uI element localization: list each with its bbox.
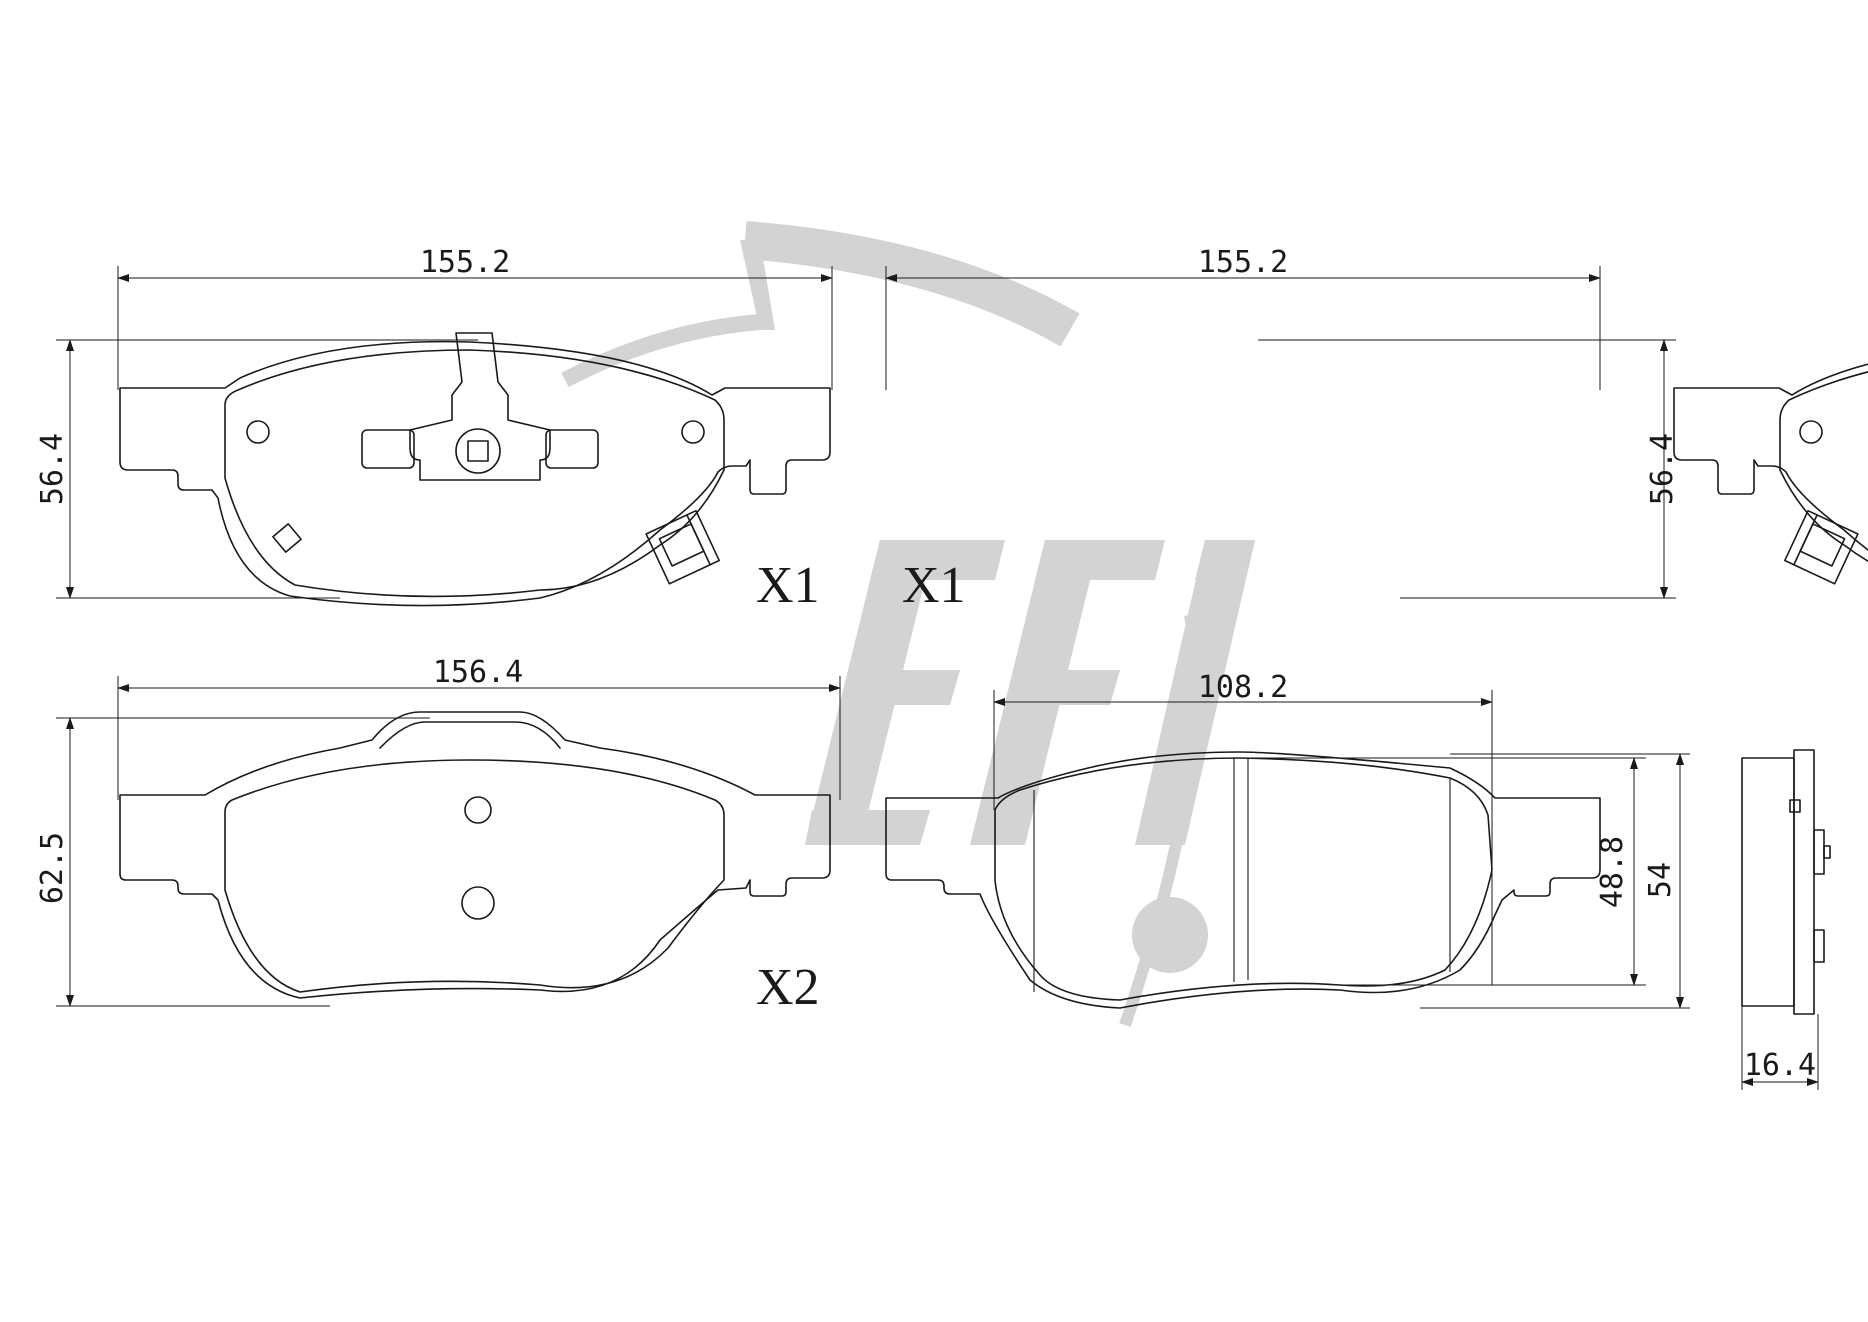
dim-bottom-left-width: 156.4 (117, 655, 841, 800)
pad-top-left-backplate (119, 340, 831, 607)
pad-top-left (119, 332, 831, 607)
pad-bottom-left-friction (224, 759, 725, 993)
pad-top-left-center-hole (455, 428, 501, 474)
dim-bottom-left-height: 62.5 (35, 717, 430, 1007)
side-view-friction-block (1741, 757, 1795, 1007)
dim-top-right-width: 155.2 (885, 245, 1601, 390)
pad-top-left-hole-right (681, 420, 705, 444)
dim-bottom-right-inner-height-label: 48.8 (1595, 836, 1630, 908)
side-view-shim-top (1789, 799, 1801, 813)
dim-top-left-width: 155.2 (117, 245, 833, 390)
dim-side-view-thickness-label: 16.4 (1744, 1048, 1816, 1083)
pad-bottom-right-friction (994, 757, 1493, 1001)
pad-bottom-left (119, 711, 831, 999)
pad-top-left-center-square (467, 440, 489, 462)
pad-top-left-hole-left (246, 420, 270, 444)
pad-top-right-backplate (1673, 363, 1868, 551)
pad-bottom-left-backplate (119, 711, 831, 999)
dim-side-view-thickness: 16.4 (1741, 1006, 1819, 1090)
dim-top-right-width-label: 155.2 (1198, 245, 1288, 280)
pad-bottom-left-lip (379, 721, 561, 749)
dim-top-left-height: 56.4 (35, 339, 478, 599)
pad-top-left-clip (409, 332, 551, 481)
watermark-letter-f-top (1195, 540, 1255, 580)
pad-top-left-square-notch (272, 523, 302, 553)
watermark-arc-outer (743, 221, 1080, 347)
watermark-letter-e1-bottom (805, 810, 930, 845)
watermark-letter-e2-mid (1005, 670, 1120, 705)
pad-top-right-friction (1779, 371, 1868, 563)
pad-bottom-right-backplate (885, 751, 1601, 1009)
pad-top-right-hole-right (1799, 420, 1823, 444)
qty-bottom-left: X2 (756, 959, 820, 1016)
watermark-letter-e1-mid (842, 670, 960, 705)
watermark-hook (740, 240, 775, 330)
dim-bottom-left-height-label: 62.5 (35, 832, 70, 904)
watermark-letter-e2-top (1035, 540, 1165, 580)
pad-bottom-left-hole-bottom (461, 886, 495, 920)
side-view-clip-bottom (1813, 929, 1825, 963)
dim-bottom-right-height-label: 54 (1643, 862, 1678, 898)
dim-top-right-height: 56.4 (1258, 339, 1680, 599)
brand-watermark (561, 221, 1255, 1027)
pad-top-left-clip-left-arm (361, 429, 415, 469)
dim-top-left-width-label: 155.2 (420, 245, 510, 280)
pad-top-right-wear-sensor (1783, 509, 1859, 585)
pad-top-left-clip-right-arm (545, 429, 599, 469)
dim-bottom-left-width-label: 156.4 (433, 655, 523, 690)
dim-bottom-right-width: 108.2 (993, 670, 1493, 985)
dim-bottom-right-height: 54 (1420, 753, 1690, 1009)
watermark-letter-e1-top (870, 540, 1005, 580)
watermark-arc-inner (561, 314, 761, 388)
pad-top-left-wear-sensor (645, 509, 721, 585)
side-view-backplate (1793, 749, 1815, 1015)
pad-bottom-right (885, 751, 1601, 1009)
watermark-letter-f-stem (1135, 540, 1255, 845)
pad-bottom-left-hole-top (464, 796, 492, 824)
qty-top-right: X1 (902, 557, 966, 614)
dim-top-right-height-label: 56.4 (1645, 433, 1680, 505)
side-view-clip-tab (1823, 845, 1831, 859)
pad-top-right (1673, 363, 1868, 585)
side-view-clip-top (1813, 829, 1825, 875)
pad-side-view (1741, 749, 1831, 1015)
dim-bottom-right-width-label: 108.2 (1198, 670, 1288, 705)
qty-top-left: X1 (756, 557, 820, 614)
pad-top-left-friction (224, 349, 725, 598)
dim-top-left-height-label: 56.4 (35, 433, 70, 505)
dim-bottom-right-inner-height: 48.8 (1248, 757, 1646, 986)
watermark-dot (1132, 897, 1208, 973)
